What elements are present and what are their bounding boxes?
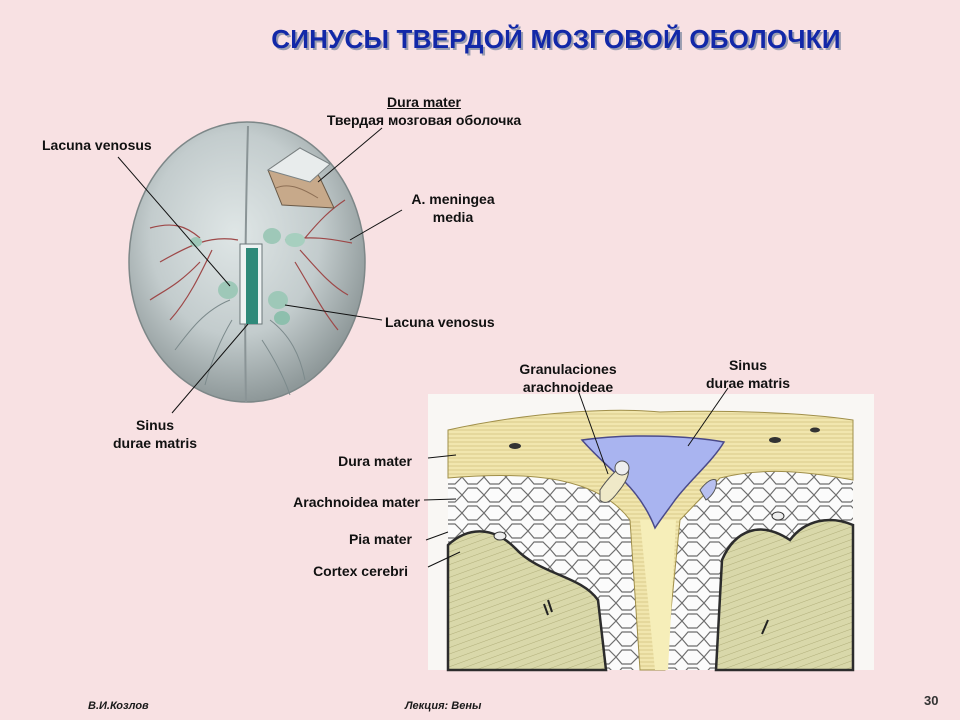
label-dura-mater-ru: Твердая мозговая оболочка bbox=[326, 112, 522, 128]
label-arachnoidea-mater: Arachnoidea mater bbox=[293, 494, 420, 510]
label-dura-mater-top: Dura mater Твердая мозговая оболочка bbox=[308, 93, 540, 129]
label-granulaciones-line2: arachnoideae bbox=[522, 379, 614, 395]
section-diagram bbox=[428, 394, 874, 672]
label-sinus-durae-matris-left: Sinus durae matris bbox=[100, 416, 210, 452]
label-granulaciones-line1: Granulaciones bbox=[519, 361, 617, 377]
slide-title: СИНУСЫ ТВЕРДОЙ МОЗГОВОЙ ОБОЛОЧКИ bbox=[271, 24, 841, 54]
footer-author: В.И.Козлов bbox=[88, 700, 149, 712]
label-meningea-line1: A. meningea bbox=[411, 191, 495, 207]
label-pia-mater: Pia mater bbox=[348, 531, 412, 547]
label-lacuna-venosus-right: Lacuna venosus bbox=[385, 314, 495, 330]
label-cortex-cerebri: Cortex cerebri bbox=[313, 563, 408, 579]
page-number: 30 bbox=[924, 693, 939, 708]
label-dura-mater-section: Dura mater bbox=[338, 453, 412, 469]
label-sinus-left-line1: Sinus bbox=[135, 417, 175, 433]
dura-top-view bbox=[128, 121, 366, 403]
label-sinus-right-line2: durae matris bbox=[705, 375, 791, 391]
label-lacuna-venosus-top: Lacuna venosus bbox=[42, 137, 152, 153]
label-a-meningea-media: A. meningea media bbox=[398, 190, 508, 226]
label-granulaciones-arachnoideae: Granulaciones arachnoideae bbox=[500, 360, 636, 396]
label-sinus-right-line1: Sinus bbox=[728, 357, 768, 373]
label-sinus-left-line2: durae matris bbox=[112, 435, 198, 451]
footer-lecture: Лекция: Вены bbox=[405, 700, 482, 712]
label-meningea-line2: media bbox=[432, 209, 474, 225]
leader-lines bbox=[117, 127, 729, 568]
label-sinus-durae-matris-right: Sinus durae matris bbox=[690, 356, 806, 392]
label-dura-mater-latin: Dura mater bbox=[387, 94, 461, 110]
title-area: СИНУСЫ ТВЕРДОЙ МОЗГОВОЙ ОБОЛОЧКИ bbox=[0, 0, 960, 70]
